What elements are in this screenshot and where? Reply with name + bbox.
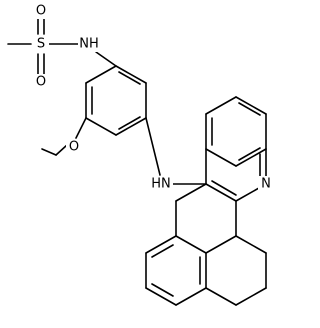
ring-e-bond-1	[145, 235, 177, 254]
label-bg-nh-linker	[149, 176, 173, 192]
ring-e-bond-4	[175, 287, 207, 306]
chemical-structure: S O O NH O HN N	[7, 3, 274, 306]
methoxy-group	[41, 117, 87, 156]
bond-methoxy-methyl-end	[41, 148, 57, 156]
bond-methoxy-o-methyl	[55, 144, 68, 156]
ring-b-inner-1	[238, 102, 261, 116]
ring-d-bond-4	[205, 235, 237, 254]
ring-d-bond-1	[175, 183, 207, 202]
atom-label-n-ring: N	[261, 177, 271, 192]
ring-d-bond-3	[175, 235, 207, 254]
ring-e-bond-3	[145, 287, 177, 306]
atom-label-o-top: O	[36, 4, 46, 19]
bond-ring-methoxy-o	[75, 117, 87, 139]
acridine-benzo-ring	[205, 96, 267, 167]
label-bg-nh-sulfonamide	[78, 36, 100, 52]
ring-e-inner-1	[151, 244, 174, 258]
label-bg-o-bottom	[33, 74, 49, 90]
ring-b-bond-1	[205, 96, 237, 115]
ring-c-bond-2	[205, 183, 237, 202]
label-bg-o-methoxy	[66, 139, 82, 155]
ring-b-bond-2	[235, 96, 267, 115]
label-bg-s	[33, 36, 49, 52]
ring-a-bond-3	[115, 117, 147, 136]
ring-d-ethylene-bond-4	[205, 287, 237, 306]
methyl-sulfonyl-group	[7, 14, 81, 75]
atom-label-nh-sulfonamide: NH	[79, 37, 99, 52]
dihydro-benzo-system	[145, 183, 267, 306]
ring-d-ethylene-bond	[235, 235, 267, 254]
label-bg-n-ring	[258, 176, 274, 192]
ring-b-bond-4	[235, 148, 267, 167]
ring-d-ethylene-bond-3	[235, 287, 267, 306]
ring-a-inner-2	[118, 116, 141, 130]
bond-nh-ring	[95, 51, 117, 67]
ring-a-inner-1	[118, 71, 141, 85]
methoxyphenyl-ring	[85, 51, 147, 136]
ring-a-bond-1	[115, 65, 147, 84]
ring-b-inner-2	[238, 147, 261, 161]
acridine-central-ring	[205, 148, 267, 202]
ring-a-bond-4	[85, 117, 117, 136]
ring-b-bond-5	[205, 148, 237, 167]
ring-a-bond-6	[85, 65, 117, 84]
linker-nh-group	[145, 117, 207, 185]
atom-label-s: S	[37, 37, 45, 52]
label-bg-o-top	[33, 3, 49, 19]
ring-c-inner-1	[211, 180, 237, 196]
atom-label-o-methoxy: O	[69, 140, 79, 155]
atom-label-nh-linker: HN	[151, 177, 171, 192]
ring-e-inner-2	[151, 283, 174, 297]
molecule-canvas: S O O NH O HN N	[7, 3, 274, 306]
bond-ring-to-hn	[145, 117, 161, 176]
atom-label-o-bottom: O	[36, 75, 46, 90]
